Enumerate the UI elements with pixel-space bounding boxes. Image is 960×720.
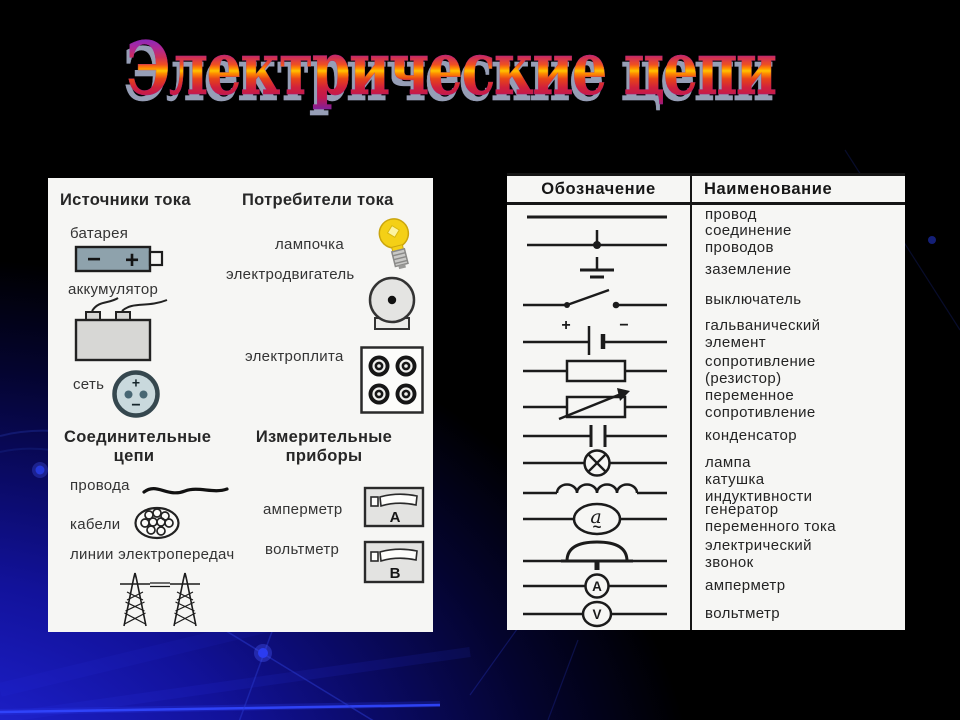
generator-letter: a bbox=[590, 506, 601, 528]
symbol-name: вольтметр bbox=[705, 604, 781, 622]
cables-image bbox=[134, 506, 180, 540]
stove-label: электроплита bbox=[245, 348, 344, 365]
powerlines-label: линии электропередач bbox=[70, 546, 235, 563]
table-header-row: Обозначение Наименование bbox=[507, 176, 905, 205]
voltmeter-letter: В bbox=[390, 565, 401, 582]
symbol-name: переменное сопротивление bbox=[705, 387, 816, 421]
symbol-name: гальванический элемент bbox=[705, 317, 821, 351]
battery-label: батарея bbox=[70, 225, 129, 242]
wire-symbol bbox=[526, 215, 667, 219]
slide-title: Электрические цепи bbox=[86, 26, 816, 114]
ammeter-letter: A bbox=[592, 579, 602, 594]
symbol-name: провод bbox=[705, 205, 757, 223]
table-row: провод bbox=[507, 205, 905, 225]
symbol-name: конденсатор bbox=[705, 426, 798, 444]
minus-sign: − bbox=[619, 317, 628, 334]
table-row: катушка индуктивности bbox=[507, 471, 905, 505]
connecting-heading: Соединительные цепи bbox=[64, 428, 212, 465]
symbol-name: амперметр bbox=[705, 577, 786, 595]
table-row: сопротивление (резистор) bbox=[507, 353, 905, 387]
table-row: соединение проводов bbox=[507, 222, 905, 256]
battery-image: − + bbox=[74, 245, 164, 274]
symbol-name: выключатель bbox=[705, 290, 802, 308]
ac-generator-symbol: a ~ bbox=[522, 502, 667, 536]
column-header-designation: Обозначение bbox=[541, 179, 656, 198]
wire-junction-symbol bbox=[526, 230, 667, 249]
lamp-symbol bbox=[522, 449, 667, 477]
symbol-name: катушка индуктивности bbox=[705, 471, 813, 505]
ammeter-letter: A bbox=[390, 509, 401, 526]
table-row: электрический звонок bbox=[507, 537, 905, 573]
wires-label: провода bbox=[70, 477, 130, 494]
voltmeter-label: вольтметр bbox=[265, 541, 340, 558]
capacitor-symbol bbox=[522, 425, 667, 447]
ground-symbol bbox=[579, 257, 614, 279]
socket-plus-sign: + bbox=[132, 375, 140, 391]
voltmeter-symbol: V bbox=[522, 600, 667, 628]
accumulator-label: аккумулятор bbox=[68, 281, 159, 298]
switch-symbol bbox=[522, 288, 667, 309]
motor-label: электродвигатель bbox=[226, 266, 355, 283]
power-socket-image: + − bbox=[112, 370, 160, 418]
symbol-name: соединение проводов bbox=[705, 222, 792, 256]
accumulator-image bbox=[74, 297, 168, 362]
electric-stove-image bbox=[360, 346, 424, 414]
sources-heading: Источники тока bbox=[60, 191, 191, 209]
electric-motor-image bbox=[368, 276, 416, 330]
table-row: заземление bbox=[507, 255, 905, 285]
symbol-name: заземление bbox=[705, 260, 792, 278]
symbol-name: генератор переменного тока bbox=[705, 501, 837, 535]
light-bulb-image bbox=[378, 218, 410, 270]
table-row: переменное сопротивление bbox=[507, 387, 905, 423]
table-row: конденсатор bbox=[507, 423, 905, 449]
mains-label: сеть bbox=[73, 376, 105, 393]
table-row: + − гальванический элемент bbox=[507, 315, 905, 355]
table-row: выключатель bbox=[507, 285, 905, 315]
symbol-name: электрический звонок bbox=[705, 537, 812, 571]
table-row: A амперметр bbox=[507, 573, 905, 600]
battery-plus-sign: + bbox=[125, 247, 139, 274]
battery-minus-sign: − bbox=[87, 246, 101, 273]
wires-image bbox=[142, 487, 229, 495]
symbol-name: лампа bbox=[705, 453, 751, 471]
voltmeter-letter: V bbox=[592, 607, 601, 622]
symbol-name: сопротивление (резистор) bbox=[705, 353, 816, 387]
inductor-symbol bbox=[522, 483, 667, 495]
socket-minus-sign: − bbox=[131, 397, 140, 414]
galvanic-cell-symbol: + − bbox=[522, 317, 667, 355]
generator-tilde: ~ bbox=[592, 519, 601, 536]
power-lines-image bbox=[120, 572, 200, 627]
symbols-table-panel: Обозначение Наименование провод соединен… bbox=[507, 173, 905, 630]
table-row: V вольтметр bbox=[507, 600, 905, 628]
voltmeter-image: В bbox=[363, 540, 425, 584]
resistor-symbol bbox=[522, 359, 667, 383]
variable-resistor-symbol bbox=[522, 388, 667, 421]
ammeter-symbol: A bbox=[522, 573, 667, 599]
bulb-label: лампочка bbox=[275, 236, 344, 253]
plus-sign: + bbox=[561, 317, 570, 334]
electric-bell-symbol bbox=[522, 540, 667, 570]
table-row: a ~ генератор переменного тока bbox=[507, 501, 905, 537]
column-header-name: Наименование bbox=[704, 179, 833, 198]
table-row: лампа bbox=[507, 449, 905, 477]
ammeter-image: A bbox=[363, 486, 425, 528]
legend-panel: Источники тока Потребители тока батарея … bbox=[48, 178, 433, 632]
measuring-heading: Измерительные приборы bbox=[255, 428, 393, 465]
consumers-heading: Потребители тока bbox=[242, 191, 394, 209]
table-divider bbox=[690, 176, 692, 630]
cables-label: кабели bbox=[70, 516, 121, 533]
ammeter-label: амперметр bbox=[263, 501, 343, 518]
